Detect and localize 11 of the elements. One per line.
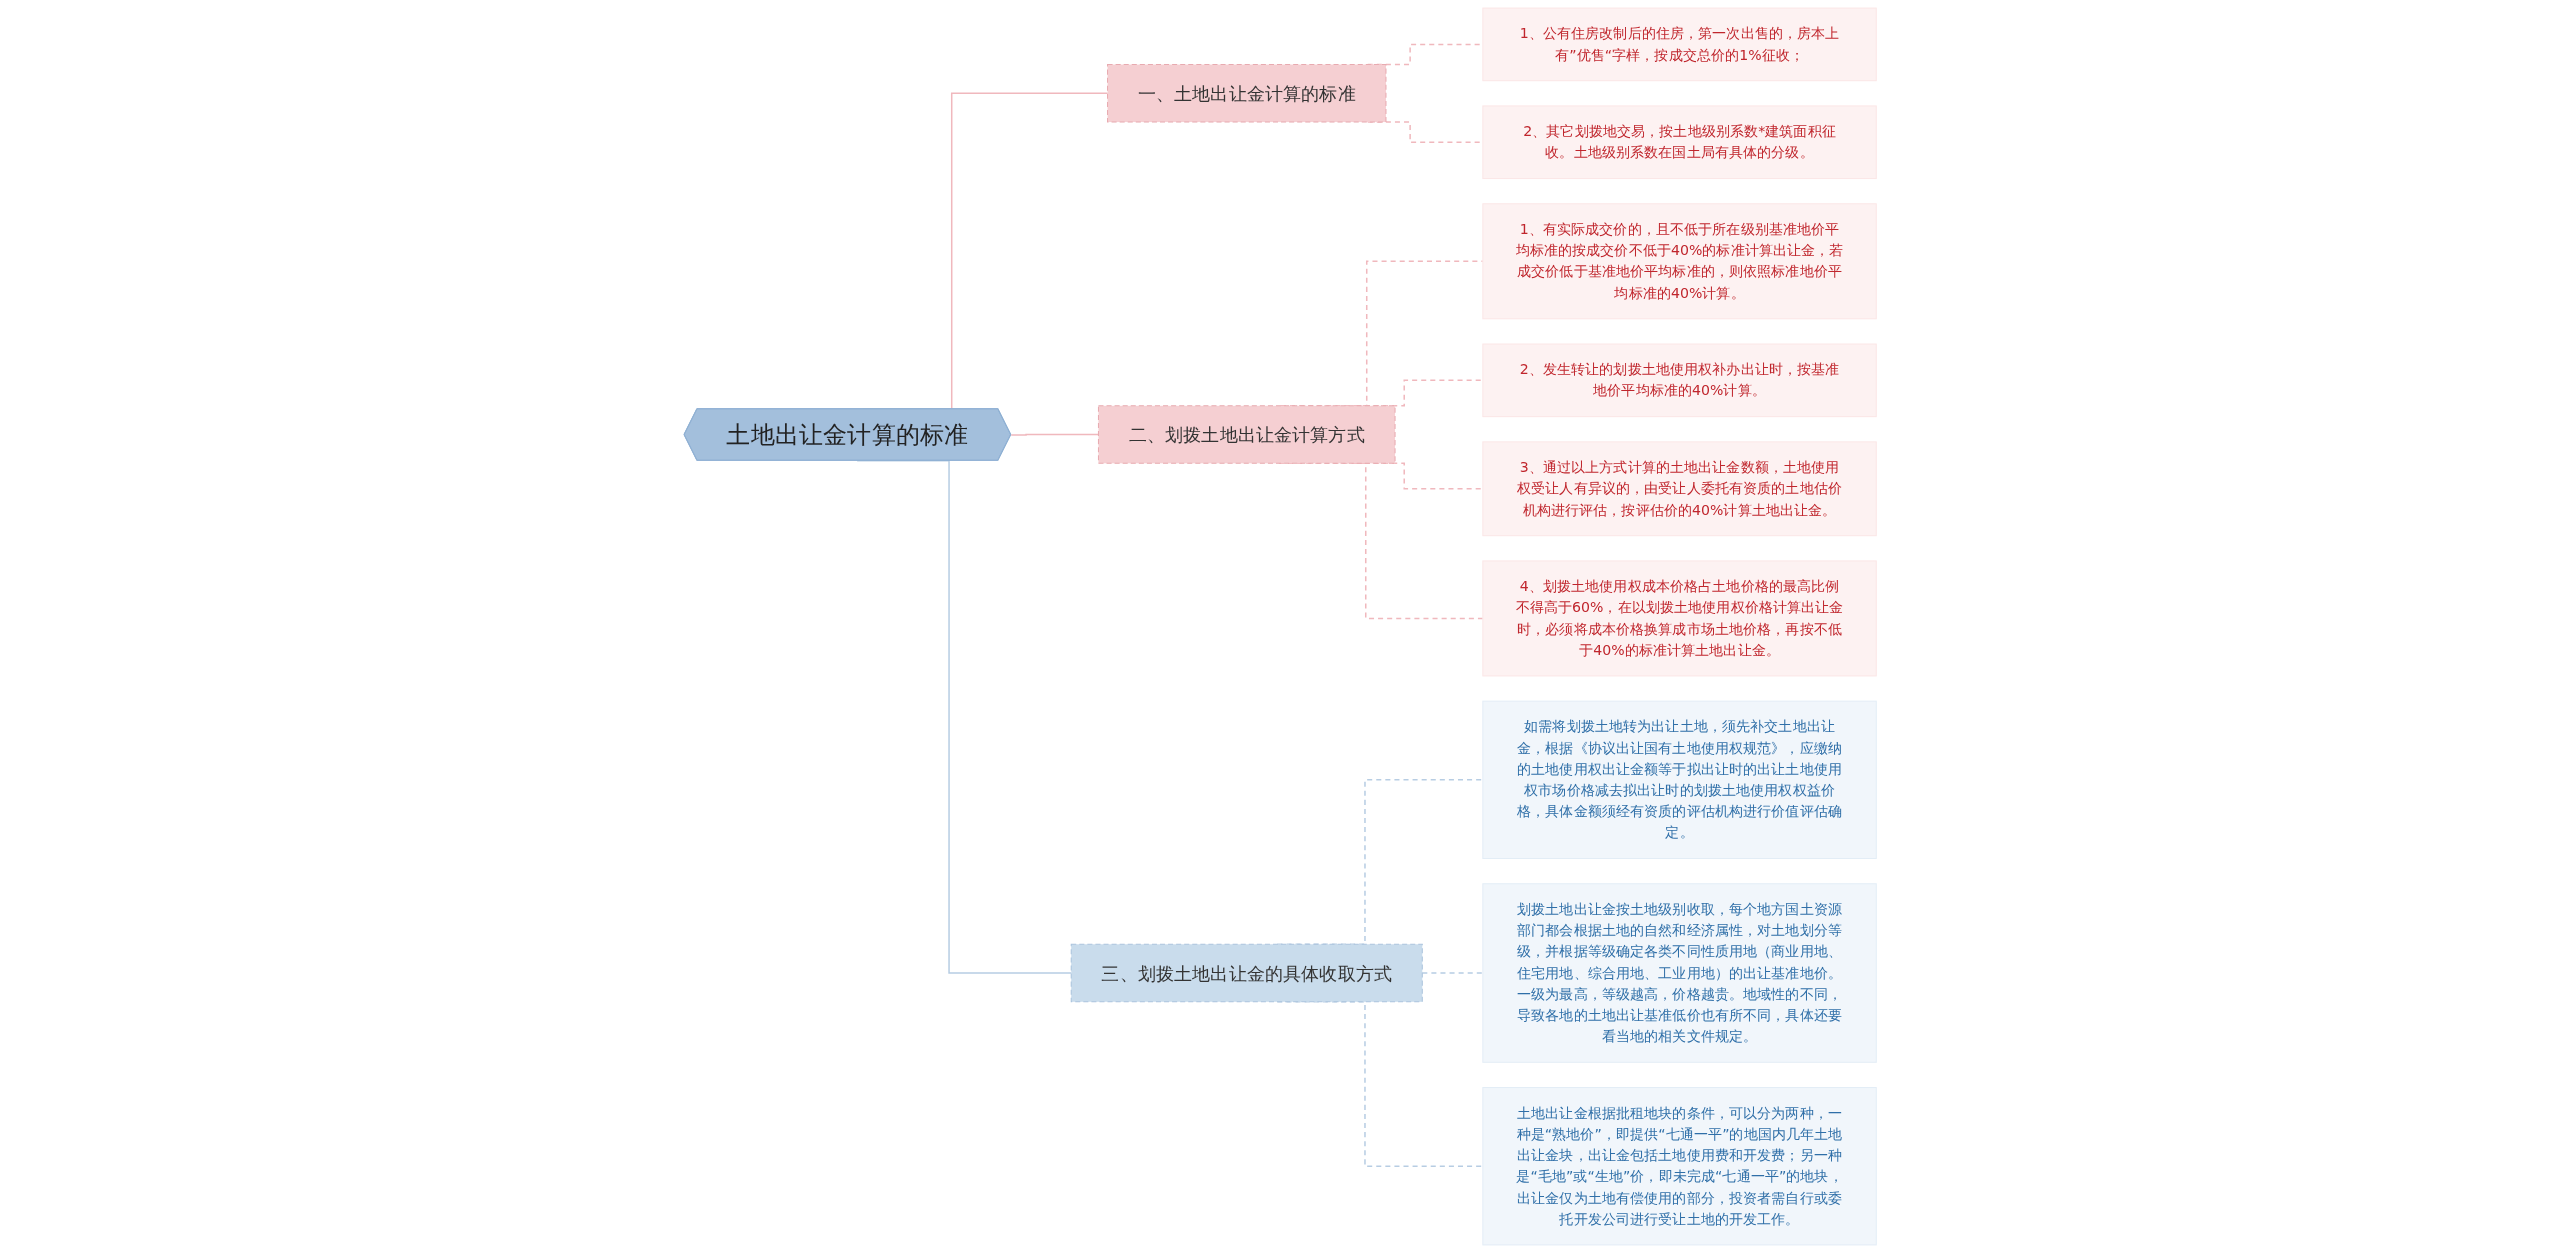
node-box: 一、土地出让金计算的标准: [1106, 64, 1387, 123]
node-box: 三、划拨土地出让金的具体收取方式: [1070, 943, 1423, 1003]
node-box: 4、划拨土地使用权成本价格占土地价格的最高比例不得高于60%，在以划拨土地使用权价格计算出让金时，必须将成本价格换算成市场土地价格，再按不低于40%的标准计算土地出让金。: [1482, 560, 1877, 677]
node-box: 2、其它划拨地交易，按土地级别系数*建筑面积征收。土地级别系数在国土局有具体的分级。: [1482, 105, 1877, 180]
node-box: 3、通过以上方式计算的土地出让金数额，土地使用权受让人有异议的，由受让人委托有资质的土地估价机构进行评估，按评估价的40%计算土地出让金。: [1482, 441, 1877, 537]
node-box: 如需将划拨土地转为出让土地，须先补交土地出让金，根据《协议出让国有土地使用权规范》，应缴纳的土地使用权出让金额等于拟出让时的出让土地使用权市场价格减去拟出让时的划拨土地使用权权益价格，具体金额须经有资质的评估机构进行价值评估确定。: [1482, 700, 1877, 860]
node-box: 二、划拨土地出让金计算方式: [1097, 405, 1396, 464]
node-box: 划拨土地出让金按土地级别收取，每个地方国土资源部门都会根据土地的自然和经济属性，对土地划分等级，并根据等级确定各类不同性质用地（商业用地、住宅用地、综合用地、工业用地）的出让基准地价。一级为最高，等级越高，价格越贵。地域性的不同，导致各地的土地出让基准低价也有所不同，具体还要看当地的相关文件规定。: [1482, 883, 1877, 1063]
node-box: 1、有实际成交价的，且不低于所在级别基准地价平均标准的按成交价不低于40%的标准计算出让金，若成交价低于基准地价平均标准的，则依照标准地价平均标准的40%计算。: [1482, 203, 1877, 320]
node-box: 2、发生转让的划拨土地使用权补办出让时，按基准地价平均标准的40%计算。: [1482, 343, 1877, 418]
node-box: 土地出让金根据批租地块的条件，可以分为两种，一种是“熟地价”，即提供“七通一平”的地国内几年土地出让金块，出让金包括土地使用费和开发费；另一种是“毛地”或“生地”价，即未完成“七通一平”的地块，出让金仅为土地有偿使用的部分，投资者需自行或委托开发公司进行受让土地的开发工作。: [1482, 1087, 1877, 1246]
